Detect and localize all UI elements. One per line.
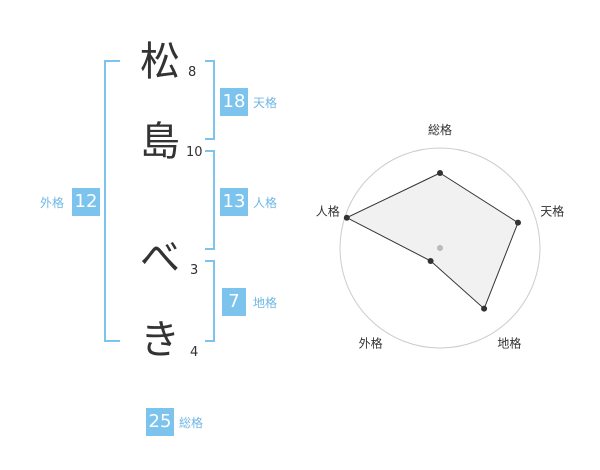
radar-shape xyxy=(345,172,519,310)
gaikaku-label: 外格 xyxy=(40,196,65,210)
stroke-count-3: 3 xyxy=(190,263,199,278)
jinkaku-bracket xyxy=(205,150,215,250)
radar-point-0 xyxy=(437,170,443,176)
tenkaku-bracket xyxy=(205,60,215,140)
radar-axis-label-3: 外格 xyxy=(359,336,383,351)
name-char-4: き xyxy=(140,317,180,363)
radar-point-3 xyxy=(427,257,434,264)
radar-axis-label-4: 人格 xyxy=(316,204,340,219)
chikaku-label: 地格 xyxy=(253,296,278,310)
radar-point-4 xyxy=(343,214,350,221)
gaikaku-value: 12 xyxy=(72,188,100,216)
name-char-1: 松 xyxy=(140,39,180,85)
stroke-count-2: 10 xyxy=(186,145,203,160)
stroke-count-4: 4 xyxy=(190,345,199,360)
tenkaku-value: 18 xyxy=(220,88,248,116)
radar-points xyxy=(343,170,521,312)
radar-point-1 xyxy=(514,219,521,226)
radar-axis-label-2: 地格 xyxy=(497,336,521,351)
radar-center xyxy=(437,245,443,251)
chikaku-value: 7 xyxy=(222,288,246,316)
soukaku-value: 25 xyxy=(146,408,174,436)
jinkaku-label: 人格 xyxy=(253,196,278,210)
name-char-3: べ xyxy=(140,235,180,281)
name-char-2: 島 xyxy=(140,119,180,165)
radar-point-2 xyxy=(481,305,488,312)
radar-axis-label-0: 総格 xyxy=(428,122,452,137)
jinkaku-value: 13 xyxy=(220,188,248,216)
stroke-count-1: 8 xyxy=(188,65,197,80)
chikaku-bracket xyxy=(205,260,215,342)
tenkaku-label: 天格 xyxy=(253,96,278,110)
radar-axis-label-1: 天格 xyxy=(540,204,564,219)
outer-bracket xyxy=(104,60,120,342)
soukaku-label: 総格 xyxy=(179,416,204,430)
